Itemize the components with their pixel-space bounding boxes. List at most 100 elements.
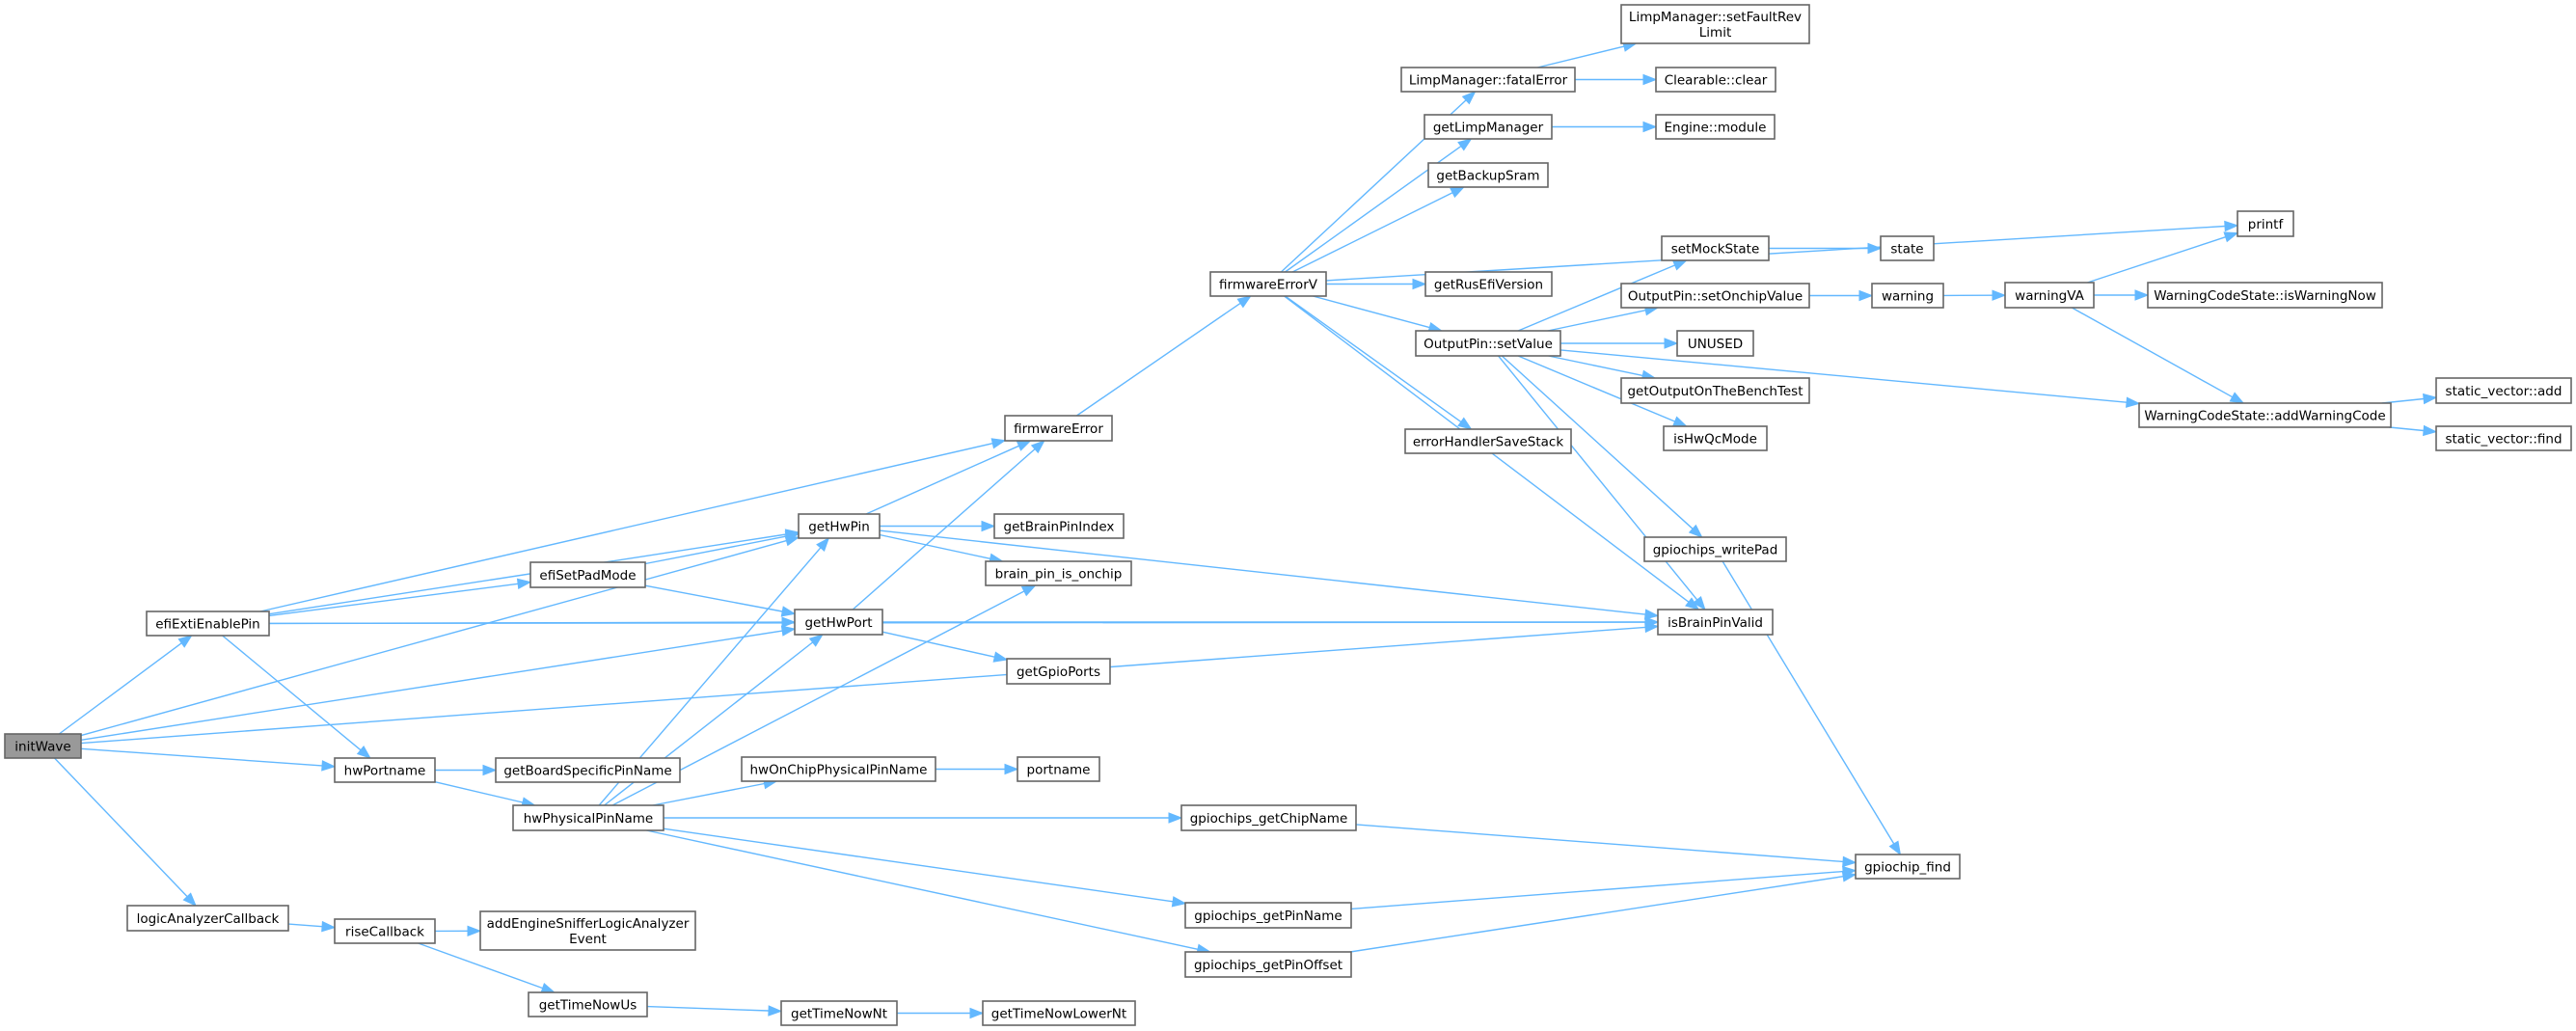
node-getLimpManager[interactable]: getLimpManager (1424, 114, 1553, 140)
edge-firmwareErrorV-to-errorHandlerSaveStack (1285, 295, 1473, 430)
node-box (1676, 330, 1754, 357)
node-label: errorHandlerSaveStack (1413, 435, 1564, 450)
node-isBrainPinValid[interactable]: isBrainPinValid (1657, 609, 1774, 636)
node-getBackupSram[interactable]: getBackupSram (1427, 162, 1549, 188)
node-engineModule[interactable]: Engine::module (1655, 114, 1776, 140)
node-printf[interactable]: printf (2237, 210, 2294, 237)
node-label: LimpManager::fatalError (1409, 73, 1568, 89)
edge-warningVA-to-isWarningNow (2094, 289, 2150, 301)
edge-warningVA-to-addWarningCode (2071, 307, 2245, 404)
edge-hwOnChipPhysicalPinName-to-portname (935, 763, 1019, 775)
node-getTimeNowUs[interactable]: getTimeNowUs (528, 991, 648, 1017)
node-UNUSED[interactable]: UNUSED (1676, 330, 1754, 357)
node-setValue[interactable]: OutputPin::setValue (1415, 330, 1561, 357)
node-errorHandlerSaveStack[interactable]: errorHandlerSaveStack (1404, 428, 1572, 454)
arrowhead-icon (784, 530, 800, 542)
node-hwPhysicalPinName[interactable]: hwPhysicalPinName (512, 804, 664, 831)
edge-initWave-to-logicAnalyzerCallback (53, 757, 197, 907)
node-gpiochips_writePad[interactable]: gpiochips_writePad (1643, 536, 1787, 562)
arrowhead-icon (1004, 763, 1019, 775)
node-efiExtiEnablePin[interactable]: efiExtiEnablePin (146, 610, 270, 637)
edge-efiExtiEnablePin-to-firmwareError (259, 438, 1007, 612)
node-box (1855, 854, 1961, 880)
node-svFind[interactable]: static_vector::find (2435, 425, 2572, 451)
node-hwOnChipPhysicalPinName[interactable]: hwOnChipPhysicalPinName (741, 756, 936, 782)
node-warning[interactable]: warning (1871, 283, 1944, 309)
arrowhead-icon (969, 1007, 985, 1019)
node-setMockState[interactable]: setMockState (1661, 235, 1770, 261)
arrowhead-icon (780, 606, 797, 617)
node-logicAnalyzerCallback[interactable]: logicAnalyzerCallback (126, 905, 289, 932)
edge-setMockState-to-state (1769, 242, 1883, 255)
node-getHwPin[interactable]: getHwPin (798, 513, 881, 539)
node-state[interactable]: state (1880, 235, 1935, 261)
node-box (126, 905, 289, 932)
node-gpiochips_getChipName[interactable]: gpiochips_getChipName (1180, 804, 1357, 831)
edge-efiExtiEnablePin-to-efiSetPadMode (268, 578, 532, 617)
edge-line (80, 539, 787, 737)
node-getOutputOnTheBenchTest[interactable]: getOutputOnTheBenchTest (1620, 377, 1810, 404)
node-hwPortname[interactable]: hwPortname (334, 757, 436, 783)
edge-setValue-to-getOutputOnTheBenchTest (1548, 355, 1657, 381)
edge-line (611, 590, 1025, 806)
node-gpiochips_getPinOffset[interactable]: gpiochips_getPinOffset (1184, 951, 1352, 978)
node-getTimeNowLowerNt[interactable]: getTimeNowLowerNt (982, 1000, 1136, 1026)
node-label: OutputPin::setValue (1424, 337, 1553, 352)
node-getBrainPinIndex[interactable]: getBrainPinIndex (993, 513, 1125, 539)
node-isWarningNow[interactable]: WarningCodeState::isWarningNow (2147, 282, 2383, 309)
edge-line (1537, 45, 1625, 68)
arrowhead-icon (1888, 840, 1902, 856)
node-box (479, 910, 696, 951)
node-box (2237, 210, 2294, 237)
node-getGpioPorts[interactable]: getGpioPorts (1006, 658, 1111, 685)
nodes-layer: initWave efiExtiEnablePin logicAnalyzerCal… (4, 4, 2572, 1026)
edge-firmwareErrorV-to-getBackupSram (1291, 186, 1466, 273)
node-box (512, 804, 664, 831)
edge-warningVA-to-printf (2087, 231, 2239, 284)
edge-gpiochips_getChipName-to-gpiochip_find (1355, 824, 1857, 868)
node-firmwareErrorV[interactable]: firmwareErrorV (1209, 271, 1327, 297)
edge-getTimeNowNt-to-getTimeNowLowerNt (897, 1007, 985, 1019)
edge-line (646, 1005, 770, 1012)
edge-warning-to-warningVA (1942, 289, 2007, 301)
arrowhead-icon (1842, 855, 1857, 868)
node-efiSetPadMode[interactable]: efiSetPadMode (529, 561, 646, 588)
node-gpiochips_getPinName[interactable]: gpiochips_getPinName (1184, 902, 1352, 929)
node-firmwareError[interactable]: firmwareError (1004, 415, 1113, 442)
node-gpiochip_find[interactable]: gpiochip_find (1855, 854, 1961, 880)
edge-getHwPin-to-brain_pin_is_onchip (879, 533, 1004, 564)
edge-line (1349, 876, 1844, 953)
edge-line (1547, 310, 1646, 332)
node-getRusEfiVersion[interactable]: getRusEfiVersion (1424, 271, 1553, 297)
node-clear[interactable]: Clearable::clear (1655, 67, 1776, 93)
arrowhead-icon (177, 635, 193, 648)
node-getBoardSpecificPinName[interactable]: getBoardSpecificPinName (495, 757, 681, 783)
edge-hwPhysicalPinName-to-gpiochips_getPinName (663, 828, 1187, 908)
node-getTimeNowNt[interactable]: getTimeNowNt (780, 1000, 898, 1026)
edge-line (1722, 560, 1895, 845)
node-label: getTimeNowUs (539, 998, 637, 1014)
node-box (334, 757, 436, 783)
node-box (1017, 756, 1100, 782)
arrowhead-icon (321, 920, 337, 933)
node-svAdd[interactable]: static_vector::add (2435, 377, 2572, 404)
node-label: getTimeNowLowerNt (991, 1007, 1126, 1022)
node-riseCallback[interactable]: riseCallback (334, 918, 436, 944)
node-brain_pin_is_onchip[interactable]: brain_pin_is_onchip (985, 560, 1132, 586)
edge-gpiochips_getPinOffset-to-gpiochip_find (1349, 871, 1857, 953)
edge-line (646, 829, 1199, 950)
node-getHwPort[interactable]: getHwPort (794, 609, 883, 636)
node-portname[interactable]: portname (1017, 756, 1100, 782)
arrowhead-icon (808, 634, 825, 647)
node-warningVA[interactable]: warningVA (2004, 282, 2095, 309)
node-box (1871, 283, 1944, 309)
node-setOnchipValue[interactable]: OutputPin::setOnchipValue (1620, 283, 1810, 309)
node-initWave[interactable]: initWave (4, 733, 82, 759)
node-label: Engine::module (1665, 121, 1767, 136)
node-addWarningCode[interactable]: WarningCodeState::addWarningCode (2138, 402, 2392, 428)
node-fatalError[interactable]: LimpManager::fatalError (1400, 67, 1576, 93)
node-isHwQcMode[interactable]: isHwQcMode (1663, 425, 1768, 451)
edge-line (1501, 355, 1694, 529)
